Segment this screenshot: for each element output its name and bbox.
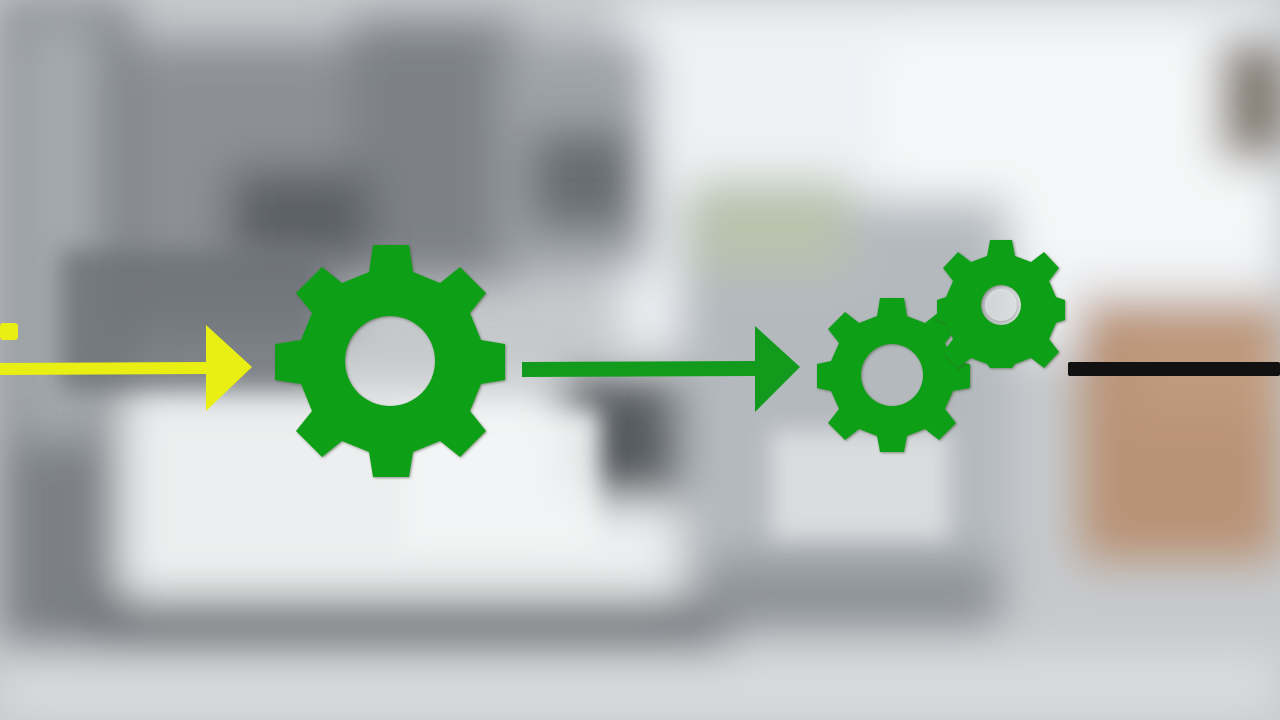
small-gear-lower-icon <box>817 298 970 452</box>
input-arrow-icon <box>0 323 252 411</box>
large-gear-icon <box>275 245 505 477</box>
output-line-icon <box>1068 362 1280 376</box>
small-gear-upper-icon <box>937 240 1065 368</box>
process-arrow-icon <box>522 326 800 412</box>
